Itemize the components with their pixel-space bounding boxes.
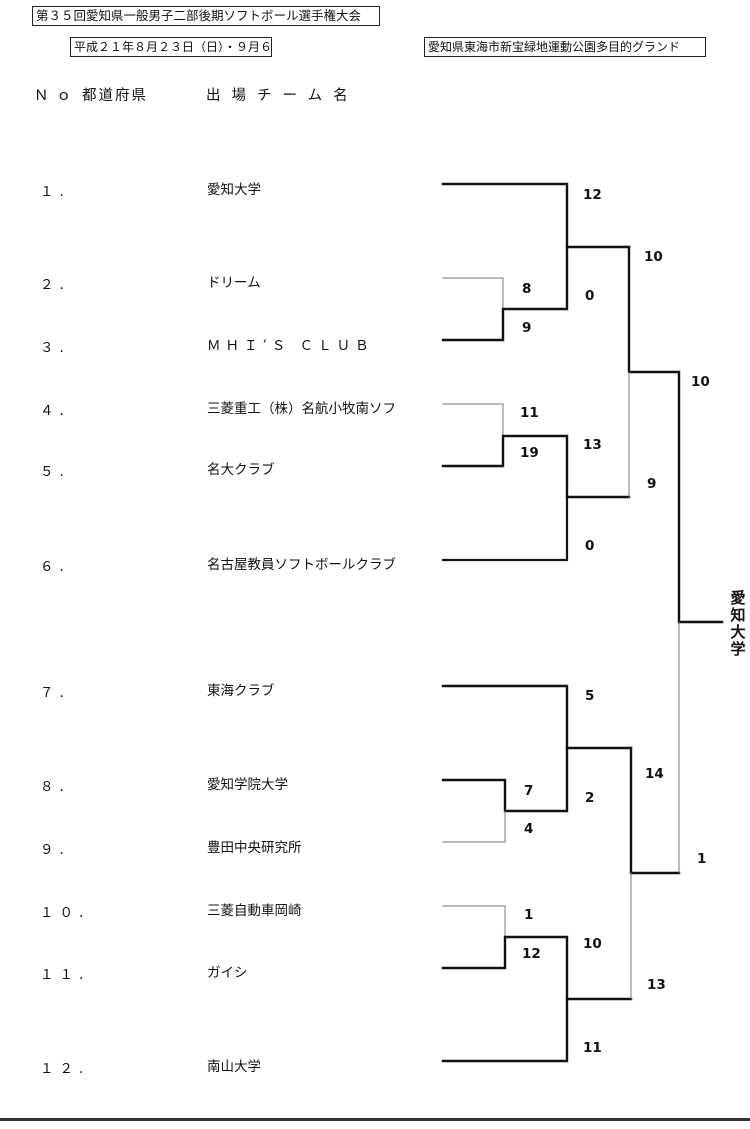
score-label: 9 <box>647 476 657 492</box>
score-label: 12 <box>522 946 541 962</box>
team-name: 南山大学 <box>207 1059 261 1075</box>
team-name: 東海クラブ <box>207 683 275 699</box>
bracket-line-winner <box>441 746 569 813</box>
score-label: 7 <box>524 783 534 799</box>
bracket-line-winner <box>441 935 569 1001</box>
team-name: ＭＨＩ’Ｓ ＣＬＵＢ <box>207 338 374 354</box>
bracket-line <box>442 277 504 310</box>
score-label: 13 <box>583 437 602 453</box>
tournament-venue: 愛知県東海市新宝緑地運動公園多目的グランド <box>424 37 706 57</box>
team-name: 名大クラブ <box>207 462 275 478</box>
score-label: 11 <box>520 405 539 421</box>
score-label: 1 <box>524 907 534 923</box>
tournament-title: 第３５回愛知県一般男子二部後期ソフトボール選手権大会 <box>32 6 380 26</box>
team-number: １０. <box>40 905 90 921</box>
team-number: ４. <box>40 403 70 419</box>
bracket-line <box>442 810 506 843</box>
bracket-line <box>442 403 504 437</box>
bracket-line-winner <box>441 997 633 1063</box>
score-label: 10 <box>644 249 663 265</box>
score-label: 1 <box>697 851 707 867</box>
score-label: 0 <box>585 538 595 554</box>
score-label: 12 <box>583 187 602 203</box>
score-label: 10 <box>691 374 710 390</box>
team-number: ５. <box>40 464 70 480</box>
bracket-line <box>442 905 506 938</box>
score-label: 0 <box>585 288 595 304</box>
team-number: １２. <box>40 1061 90 1077</box>
score-label: 11 <box>583 1040 602 1056</box>
team-number: ８. <box>40 779 70 795</box>
bottom-rule <box>0 1118 750 1121</box>
score-label: 10 <box>583 936 602 952</box>
bracket-line-winner <box>441 684 633 750</box>
bracket-line-winner <box>441 434 631 499</box>
bracket-line <box>441 495 569 562</box>
score-label: 9 <box>522 320 532 336</box>
team-name: 三菱自動車岡崎 <box>207 903 302 919</box>
team-name: 三菱重工（株）名航小牧南ソフ <box>207 401 396 417</box>
team-number: ３. <box>40 340 70 356</box>
team-name: 名古屋教員ソフトボールクラブ <box>207 557 396 573</box>
score-label: 2 <box>585 790 595 806</box>
team-number: ９. <box>40 842 70 858</box>
column-header-prefecture: 都道府県 <box>82 88 148 104</box>
score-label: 8 <box>522 281 532 297</box>
team-name: ドリーム <box>207 275 261 291</box>
score-label: 5 <box>585 688 595 704</box>
score-label: 19 <box>520 445 539 461</box>
team-number: ６. <box>40 559 70 575</box>
champion-name: 愛知大学 <box>730 589 746 658</box>
score-label: 13 <box>647 977 666 993</box>
team-name: 豊田中央研究所 <box>207 840 302 856</box>
column-header-no: Ｎｏ <box>34 88 79 104</box>
bracket-line-winner <box>627 245 681 624</box>
team-name: 愛知学院大学 <box>207 777 288 793</box>
team-name: 愛知大学 <box>207 182 261 198</box>
bracket-line-winner <box>441 182 631 249</box>
team-number: ７. <box>40 685 70 701</box>
score-label: 14 <box>645 766 664 782</box>
bracket-line-winner <box>441 245 569 342</box>
column-header-team: 出場チーム名 <box>206 88 359 104</box>
team-number: ２. <box>40 277 70 293</box>
team-name: ガイシ <box>207 965 248 981</box>
tournament-date: 平成２１年８月２３日（日）・９月６ <box>70 37 272 57</box>
team-number: １１. <box>40 967 90 983</box>
score-label: 4 <box>524 821 534 837</box>
team-number: １. <box>40 184 70 200</box>
